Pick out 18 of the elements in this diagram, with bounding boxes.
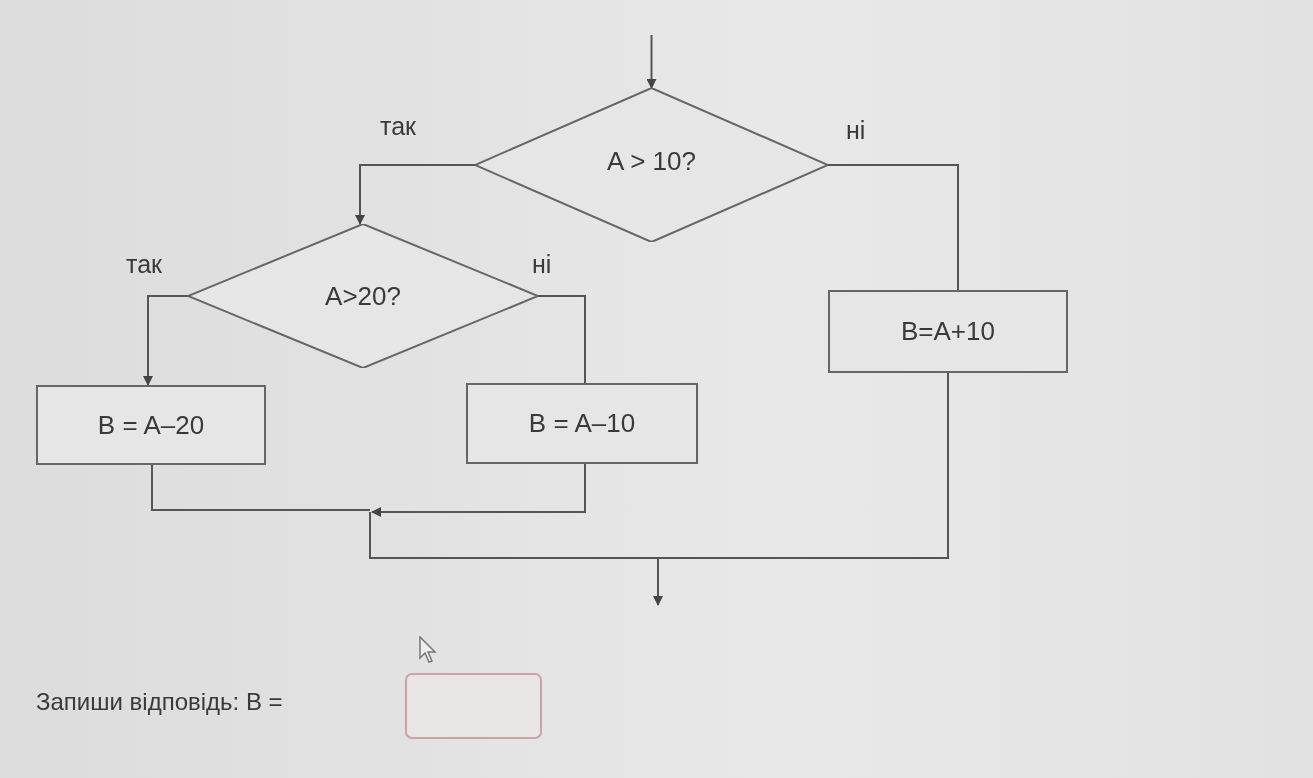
process-box bbox=[828, 290, 1068, 373]
node-text: B=A+10 bbox=[901, 316, 995, 347]
arrow bbox=[143, 295, 189, 386]
edge-label: ні bbox=[846, 116, 866, 145]
arrow bbox=[371, 463, 586, 517]
node-text: A > 10? bbox=[607, 145, 696, 177]
node-text: A>20? bbox=[325, 280, 401, 312]
edge-label: так bbox=[380, 112, 416, 141]
decision-diamond bbox=[475, 88, 828, 242]
edge-label: так bbox=[126, 250, 162, 279]
process-box bbox=[36, 385, 266, 465]
arrow bbox=[355, 164, 476, 225]
node-text: B = A–10 bbox=[528, 408, 636, 439]
node-text: B = A–20 bbox=[97, 409, 205, 441]
arrow bbox=[646, 34, 657, 89]
process-box bbox=[466, 383, 698, 464]
prompt-text: Запиши відповідь: B = bbox=[36, 688, 283, 716]
edge-label: ні bbox=[532, 250, 552, 279]
